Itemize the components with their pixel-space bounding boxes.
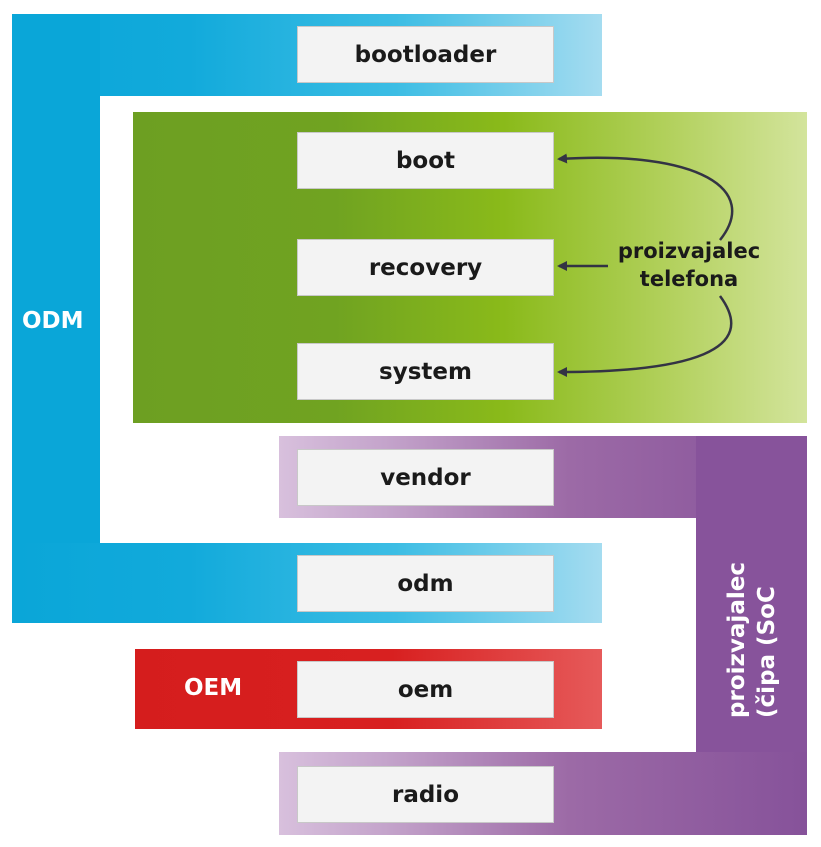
arrow-to-system <box>557 295 733 377</box>
phone-maker-label-line2: telefona <box>639 267 739 291</box>
partition-oem: oem <box>297 661 554 718</box>
partition-bootloader: bootloader <box>297 26 554 83</box>
phone-maker-label: proizvajalec telefona <box>614 237 764 293</box>
odm-label: ODM <box>22 308 84 334</box>
partition-boot: boot <box>297 132 554 189</box>
partition-recovery: recovery <box>297 239 554 296</box>
partition-system: system <box>297 343 554 400</box>
partition-odm: odm <box>297 555 554 612</box>
oem-label: OEM <box>184 675 243 701</box>
arrow-to-boot <box>557 153 734 241</box>
phone-maker-label-line1: proizvajalec <box>617 239 761 263</box>
partition-vendor: vendor <box>297 449 554 506</box>
partition-radio: radio <box>297 766 554 823</box>
odm-region-left <box>12 14 100 623</box>
